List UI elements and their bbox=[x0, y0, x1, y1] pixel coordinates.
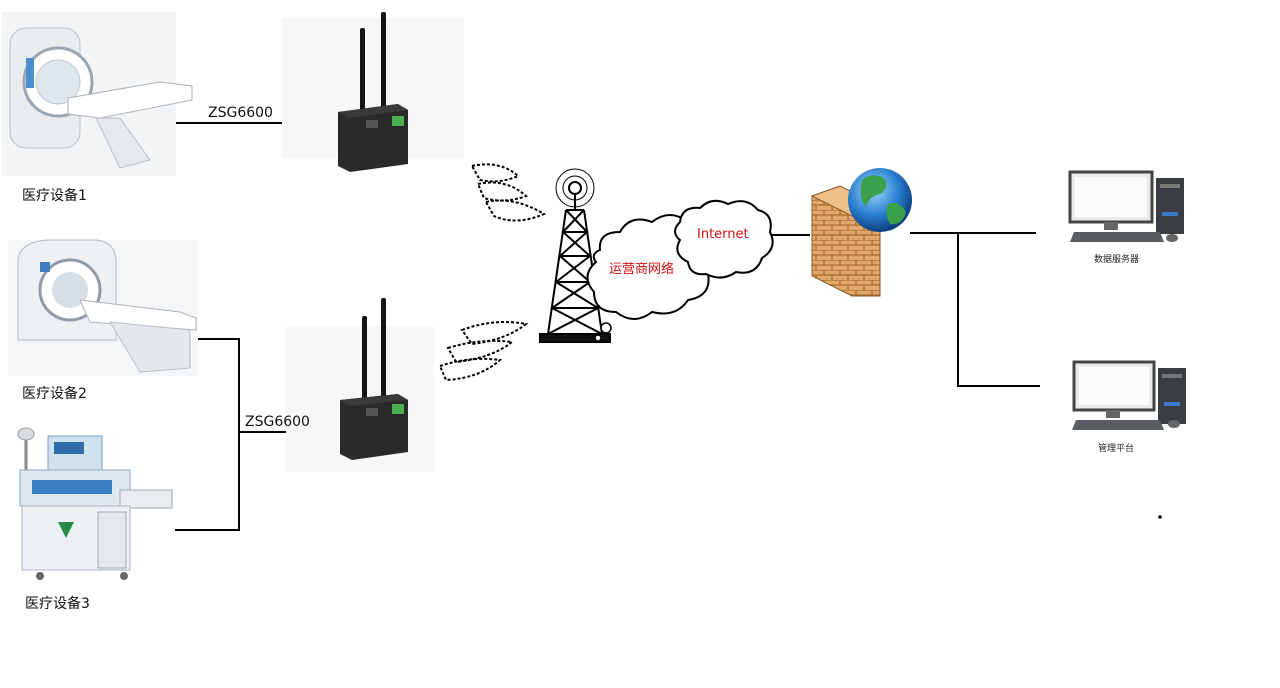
internet-label: Internet bbox=[697, 227, 749, 242]
gateway-label-1: ZSG6600 bbox=[208, 105, 273, 121]
server-label-1: 数据服务器 bbox=[1094, 253, 1139, 265]
gateway-label-2: ZSG6600 bbox=[245, 414, 310, 430]
link-device2-bus bbox=[175, 338, 240, 531]
gateway-router-2 bbox=[286, 298, 434, 472]
device-label-2: 医疗设备2 bbox=[22, 385, 87, 402]
stray-dot bbox=[1158, 515, 1162, 519]
medical-device-1 bbox=[2, 12, 193, 176]
gateway-router-1 bbox=[282, 12, 464, 172]
link-branch-server2 bbox=[957, 233, 1040, 387]
device-label-3: 医疗设备3 bbox=[25, 595, 90, 612]
server-label-2: 管理平台 bbox=[1098, 442, 1134, 454]
wireless-signal-1 bbox=[470, 163, 547, 222]
operator-network-label: 运营商网络 bbox=[609, 261, 674, 277]
globe-icon bbox=[848, 168, 912, 232]
wireless-signal-2 bbox=[438, 321, 529, 382]
medical-device-3 bbox=[17, 427, 173, 580]
connection-lines bbox=[175, 122, 1040, 531]
data-server-computer bbox=[1068, 170, 1184, 242]
management-platform-computer bbox=[1072, 360, 1186, 430]
device-label-1: 医疗设备1 bbox=[22, 187, 87, 204]
internet-cloud bbox=[674, 199, 774, 279]
medical-device-2 bbox=[8, 239, 198, 376]
